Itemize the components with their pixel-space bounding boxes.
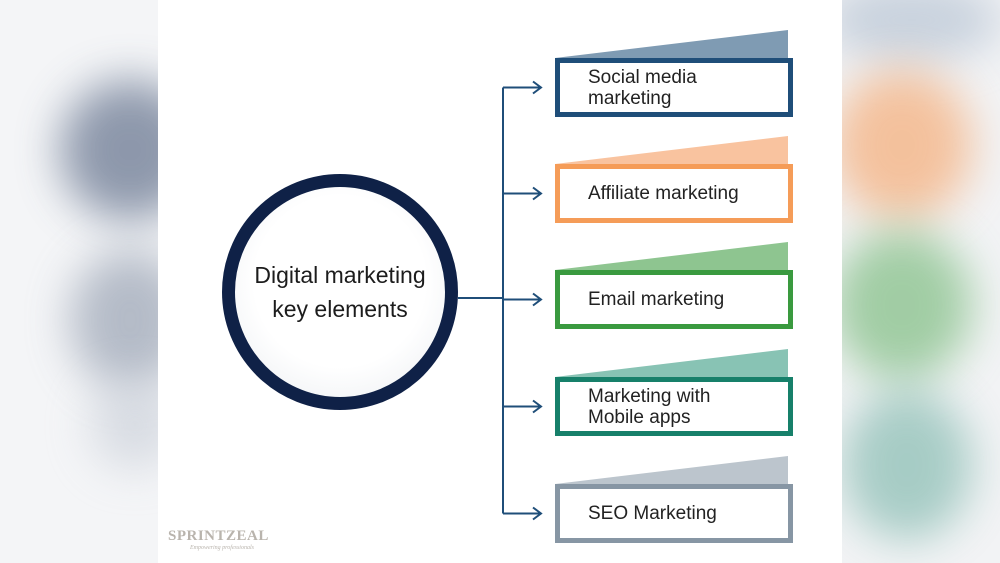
element-label: Email marketing — [588, 289, 725, 310]
element-label: Social media marketing — [588, 66, 697, 109]
blur-blob — [842, 390, 972, 540]
left-blurred-backdrop — [0, 0, 158, 563]
center-circle: Digital marketing key elements — [222, 174, 458, 410]
logo-tagline: Empowering professionals — [190, 545, 254, 551]
element-label: Marketing with Mobile apps — [588, 385, 711, 428]
right-blurred-backdrop — [842, 0, 1000, 563]
box-wedge — [555, 136, 788, 164]
box-wedge — [555, 242, 788, 270]
element-label: Affiliate marketing — [588, 183, 739, 204]
blur-blob — [90, 380, 158, 470]
element-box: Social media marketing — [555, 58, 793, 117]
element-box: Affiliate marketing — [555, 164, 793, 223]
blur-blob — [842, 230, 972, 380]
box-wedge — [555, 30, 788, 58]
logo-name: SPRINTZEAL — [168, 528, 269, 544]
blur-blob — [70, 250, 158, 390]
arrowhead-icon — [532, 80, 543, 95]
box-wedge — [555, 456, 788, 484]
arrowhead-icon — [532, 292, 543, 307]
arrowhead-icon — [532, 399, 543, 414]
box-wedge — [555, 349, 788, 377]
sprintzeal-logo: SPRINTZEAL Empowering professionals — [168, 528, 269, 551]
center-label: Digital marketing key elements — [254, 262, 426, 322]
element-box: Email marketing — [555, 270, 793, 329]
arrowhead-icon — [532, 506, 543, 521]
element-box: Marketing with Mobile apps — [555, 377, 793, 436]
element-box: SEO Marketing — [555, 484, 793, 543]
blur-blob — [842, 70, 972, 220]
arrowhead-icon — [532, 186, 543, 201]
element-label: SEO Marketing — [588, 503, 717, 524]
